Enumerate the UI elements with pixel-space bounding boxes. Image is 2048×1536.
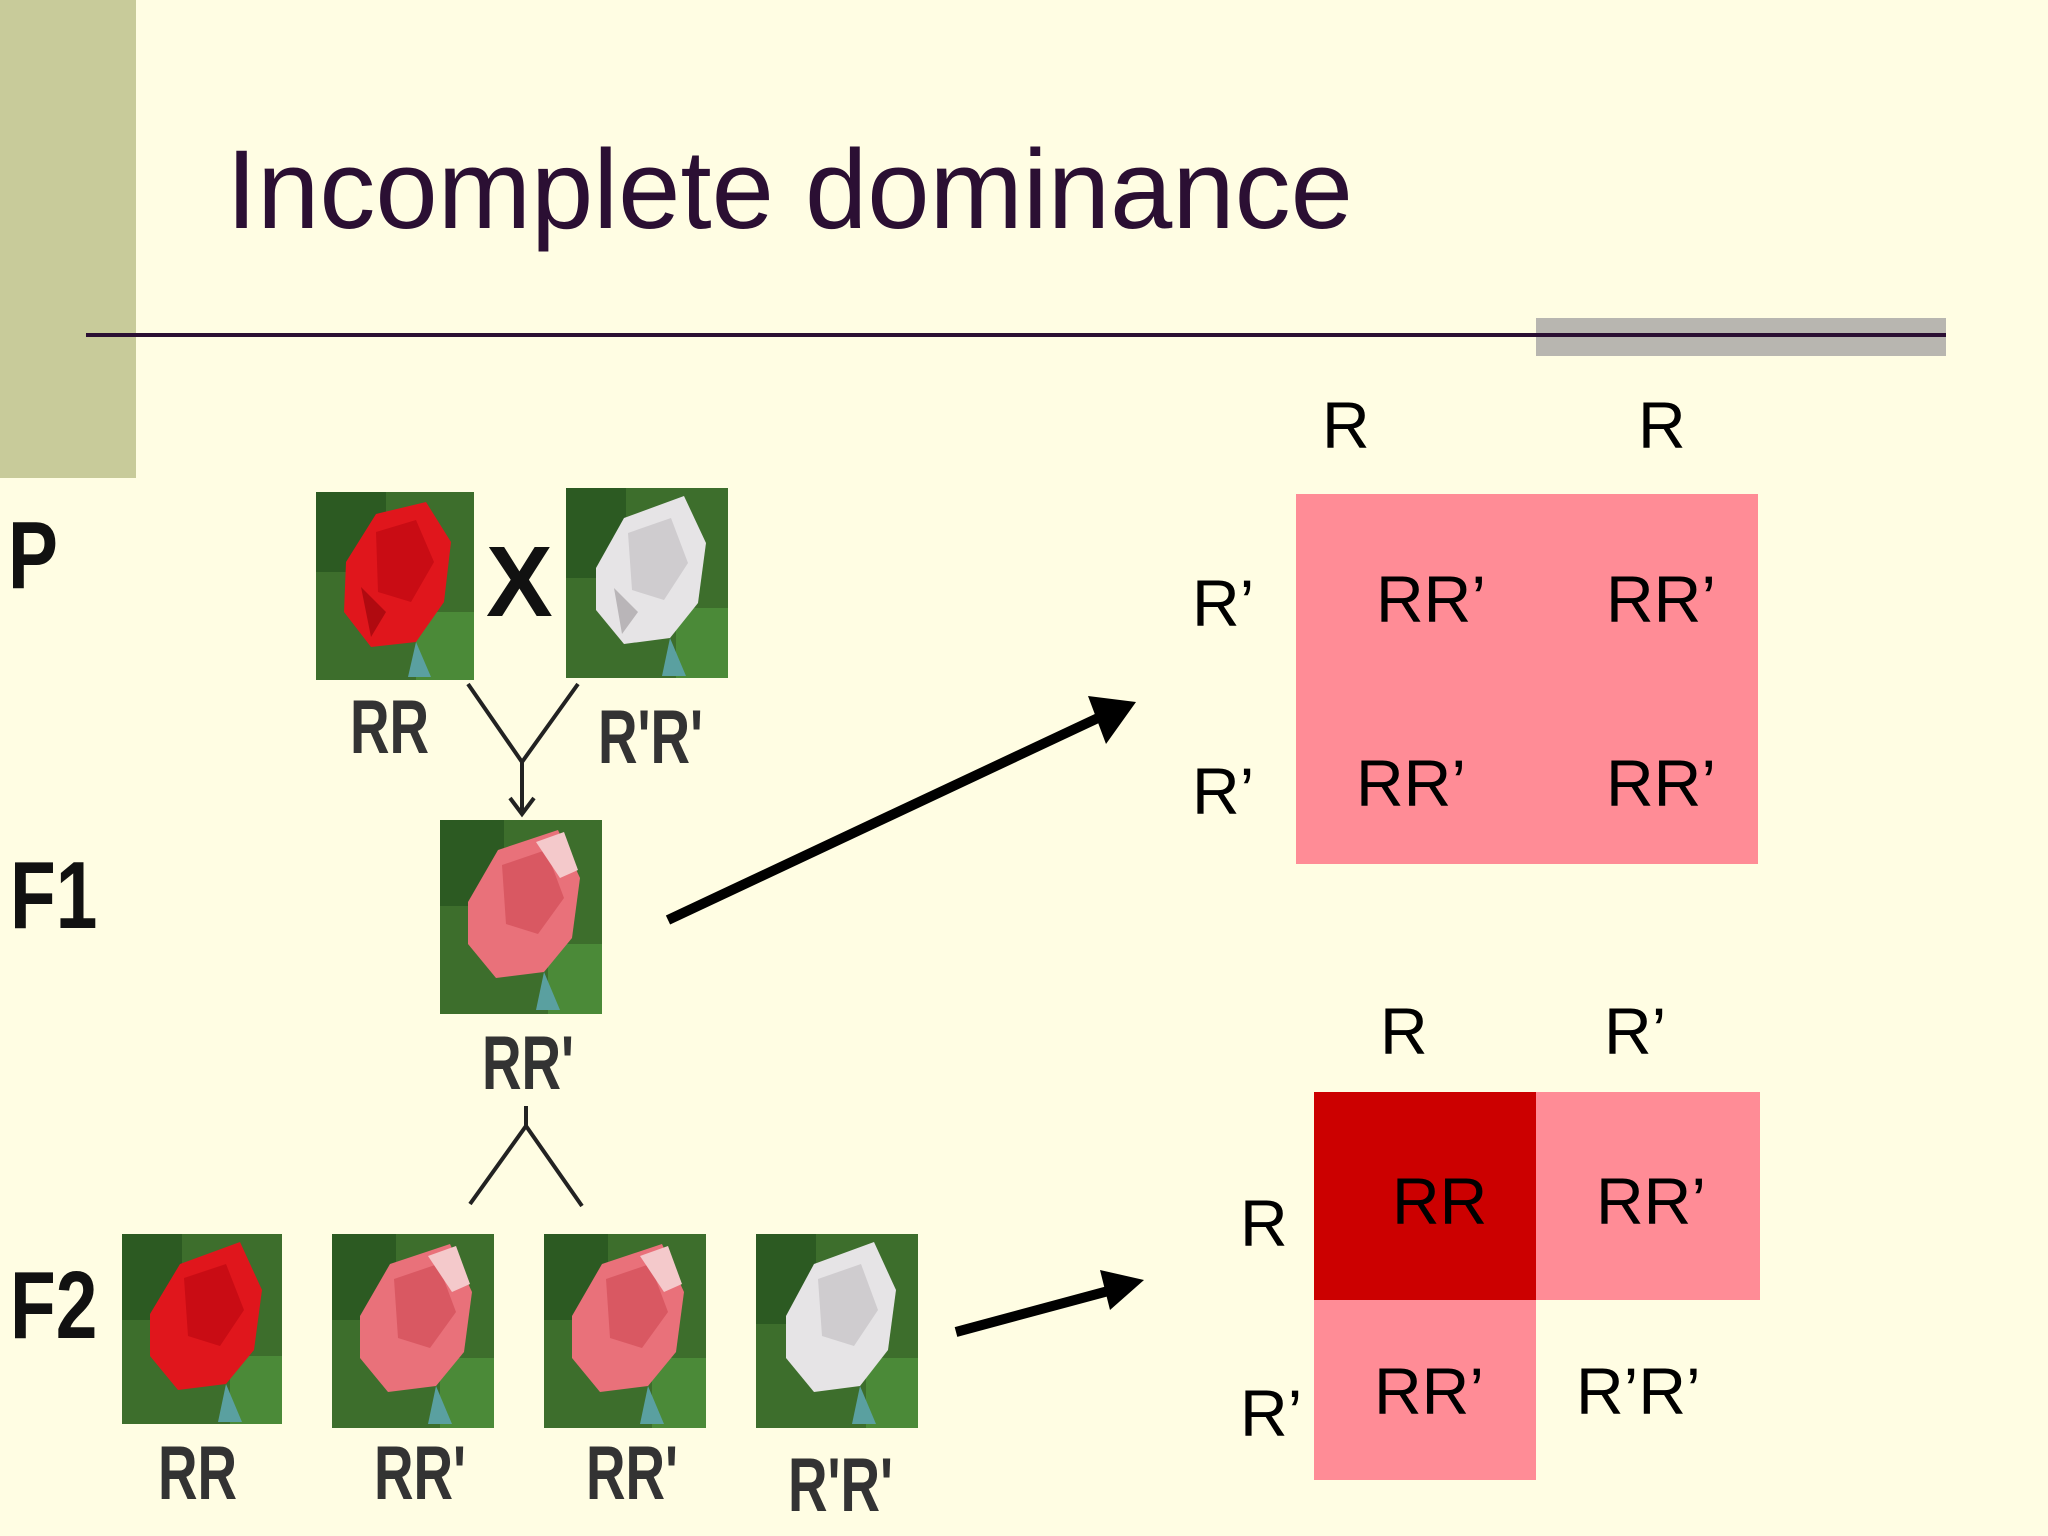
bottom-square-cell-bg-2-1 [1314, 1300, 1536, 1480]
bottom-square-cell-1-1: RR [1392, 1164, 1488, 1238]
pink-rose-image-f2-2 [332, 1234, 494, 1428]
genotype-label-f1: RR' [482, 1021, 575, 1106]
bottom-square-col-header-2: R’ [1604, 994, 1667, 1068]
top-square-col-header-1: R [1322, 388, 1370, 462]
generation-label-f2: F2 [10, 1252, 98, 1359]
genotype-label-p-left: RR [350, 685, 430, 770]
bottom-square-col-header-1: R [1380, 994, 1428, 1068]
arrow-to-bottom-square [954, 1270, 1144, 1337]
genotype-label-f2-4: R'R' [788, 1443, 894, 1528]
top-square-cell-1-2: RR’ [1606, 562, 1716, 636]
white-rose-image-f2-4 [756, 1234, 918, 1428]
generation-label-p: P [8, 502, 58, 609]
top-square-col-header-2: R [1638, 388, 1686, 462]
pink-rose-image-f1 [440, 820, 602, 1014]
red-rose-image-p [316, 492, 474, 680]
bottom-square-row-header-2: R’ [1240, 1376, 1303, 1450]
white-rose-image-p [566, 488, 728, 678]
generation-label-f1: F1 [10, 842, 98, 949]
title-accent-block [1536, 318, 1946, 356]
genotype-label-f2-2: RR' [374, 1431, 467, 1516]
bottom-square-cell-bg-2-2 [1536, 1300, 1760, 1480]
top-punnett-square: RR’ RR’ RR’ RR’ [1296, 494, 1758, 864]
side-accent-bar [0, 0, 136, 478]
genotype-label-f2-1: RR [158, 1431, 238, 1516]
pink-rose-image-f2-3 [544, 1234, 706, 1428]
top-square-cell-2-2: RR’ [1606, 746, 1716, 820]
bottom-square-cell-2-2: R’R’ [1576, 1354, 1701, 1428]
cross-symbol: X [486, 526, 553, 638]
p-cross-lines [466, 682, 580, 818]
genotype-label-f2-3: RR' [586, 1431, 679, 1516]
bottom-square-cell-1-2: RR’ [1596, 1164, 1706, 1238]
bottom-square-cell-bg-1-1 [1314, 1092, 1536, 1300]
f1-split-lines [468, 1106, 584, 1208]
bottom-square-cell-2-1: RR’ [1374, 1354, 1484, 1428]
top-square-row-header-2: R’ [1192, 754, 1255, 828]
top-square-cell-1-1: RR’ [1376, 562, 1486, 636]
slide-title: Incomplete dominance [226, 127, 1353, 252]
top-square-row-header-1: R’ [1192, 566, 1255, 640]
red-rose-image-f2-1 [122, 1234, 282, 1424]
arrow-to-top-square [665, 696, 1136, 925]
title-divider [86, 333, 1946, 337]
top-square-cell-2-1: RR’ [1356, 746, 1466, 820]
bottom-punnett-square: RR RR’ RR’ R’R’ [1314, 1092, 1760, 1480]
bottom-square-row-header-1: R [1240, 1186, 1288, 1260]
genotype-label-p-right: R'R' [598, 695, 704, 780]
bottom-square-cell-bg-1-2 [1536, 1092, 1760, 1300]
